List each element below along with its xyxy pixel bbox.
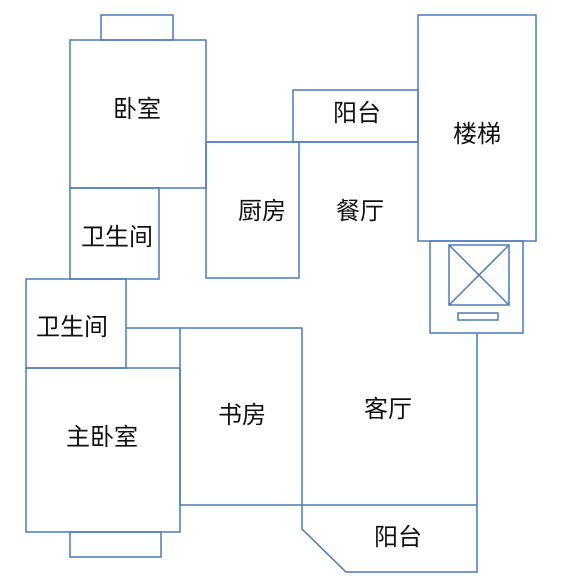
room-label-bathroom-upper: 卫生间 bbox=[81, 223, 153, 251]
room-label-stairs: 楼梯 bbox=[453, 120, 501, 148]
balcony-lower-outline bbox=[301, 505, 478, 573]
room-label-living: 客厅 bbox=[364, 395, 412, 423]
study-outline bbox=[179, 327, 303, 506]
master-bedroom-window bbox=[69, 531, 162, 558]
elevator-car bbox=[448, 244, 510, 306]
room-label-balcony-upper: 阳台 bbox=[333, 99, 381, 127]
room-label-bathroom-lower: 卫生间 bbox=[36, 313, 108, 341]
room-label-bedroom: 卧室 bbox=[113, 95, 161, 123]
bedroom-window bbox=[100, 14, 174, 41]
elevator-door bbox=[457, 312, 499, 321]
room-label-dining: 餐厅 bbox=[336, 197, 384, 225]
walls bbox=[25, 14, 537, 573]
room-label-study: 书房 bbox=[218, 401, 266, 429]
room-label-kitchen: 厨房 bbox=[238, 197, 286, 225]
room-label-master-bedroom: 主卧室 bbox=[66, 423, 138, 451]
elevator-cross-2 bbox=[448, 244, 510, 306]
room-label-balcony-lower: 阳台 bbox=[374, 523, 422, 551]
